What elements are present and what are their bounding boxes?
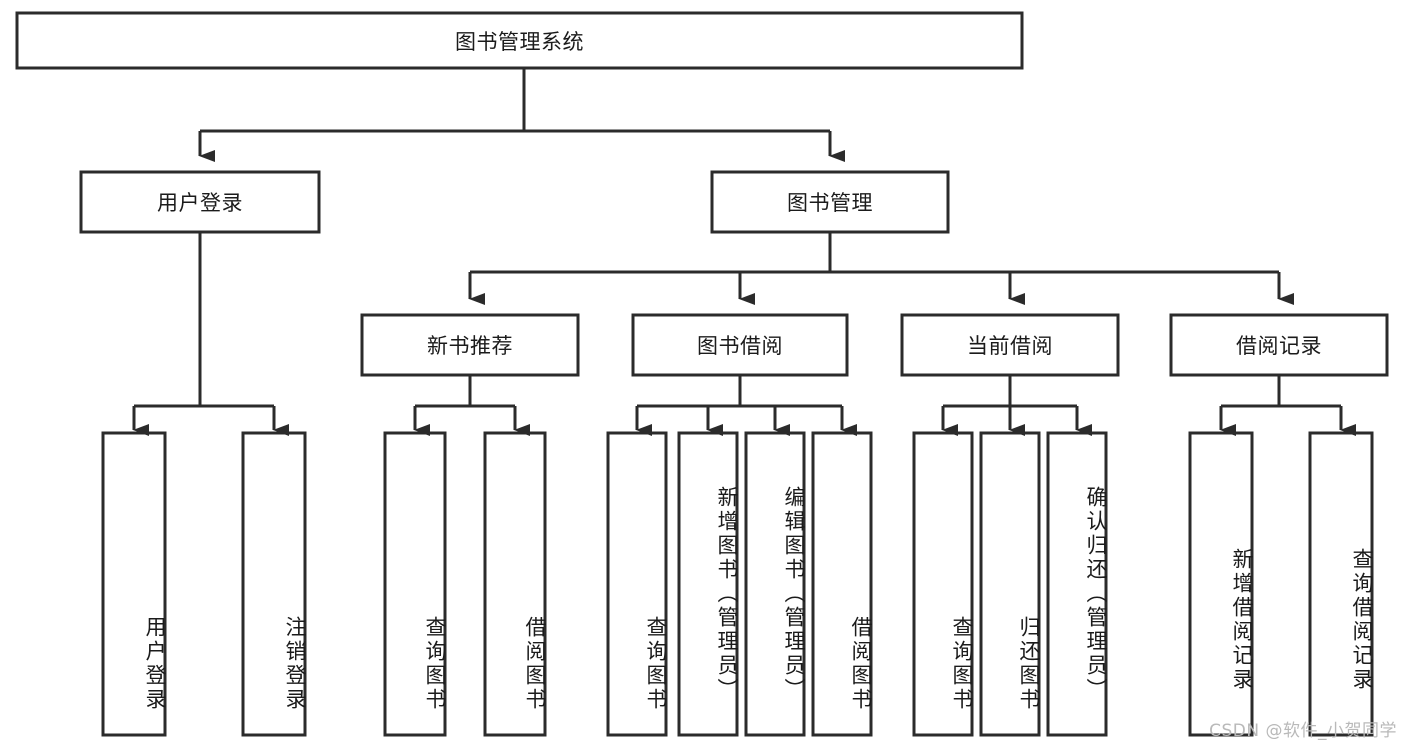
node-rect-new-book-recommend[interactable] <box>360 313 580 377</box>
leaf-rect-query-borrow-record[interactable] <box>1308 431 1374 737</box>
leaf-rect-add-borrow-record[interactable] <box>1188 431 1254 737</box>
leaf-rect-borrow-book[interactable] <box>811 431 873 737</box>
leaf-rect-edit-book-admin[interactable] <box>744 431 806 737</box>
leaf-rect-query-book-borrow[interactable] <box>606 431 668 737</box>
leaf-rect-query-book-current[interactable] <box>912 431 974 737</box>
box-shapes <box>15 11 1389 737</box>
leaf-rect-user-login[interactable] <box>101 431 167 737</box>
node-rect-book-borrow[interactable] <box>631 313 849 377</box>
leaf-rect-confirm-return-admin[interactable] <box>1046 431 1108 737</box>
leaf-rect-logout[interactable] <box>241 431 307 737</box>
node-rect-user-login[interactable] <box>79 170 321 234</box>
node-rect-book-management[interactable] <box>710 170 950 234</box>
leaf-rect-query-book-recommend[interactable] <box>383 431 447 737</box>
node-rect-borrow-record[interactable] <box>1169 313 1389 377</box>
leaf-rect-borrow-book-recommend[interactable] <box>483 431 547 737</box>
leaf-rect-return-book[interactable] <box>979 431 1041 737</box>
node-rect-root[interactable] <box>15 11 1024 70</box>
node-rect-current-borrow[interactable] <box>900 313 1120 377</box>
connectors <box>132 68 1356 436</box>
leaf-rect-add-book-admin[interactable] <box>677 431 739 737</box>
